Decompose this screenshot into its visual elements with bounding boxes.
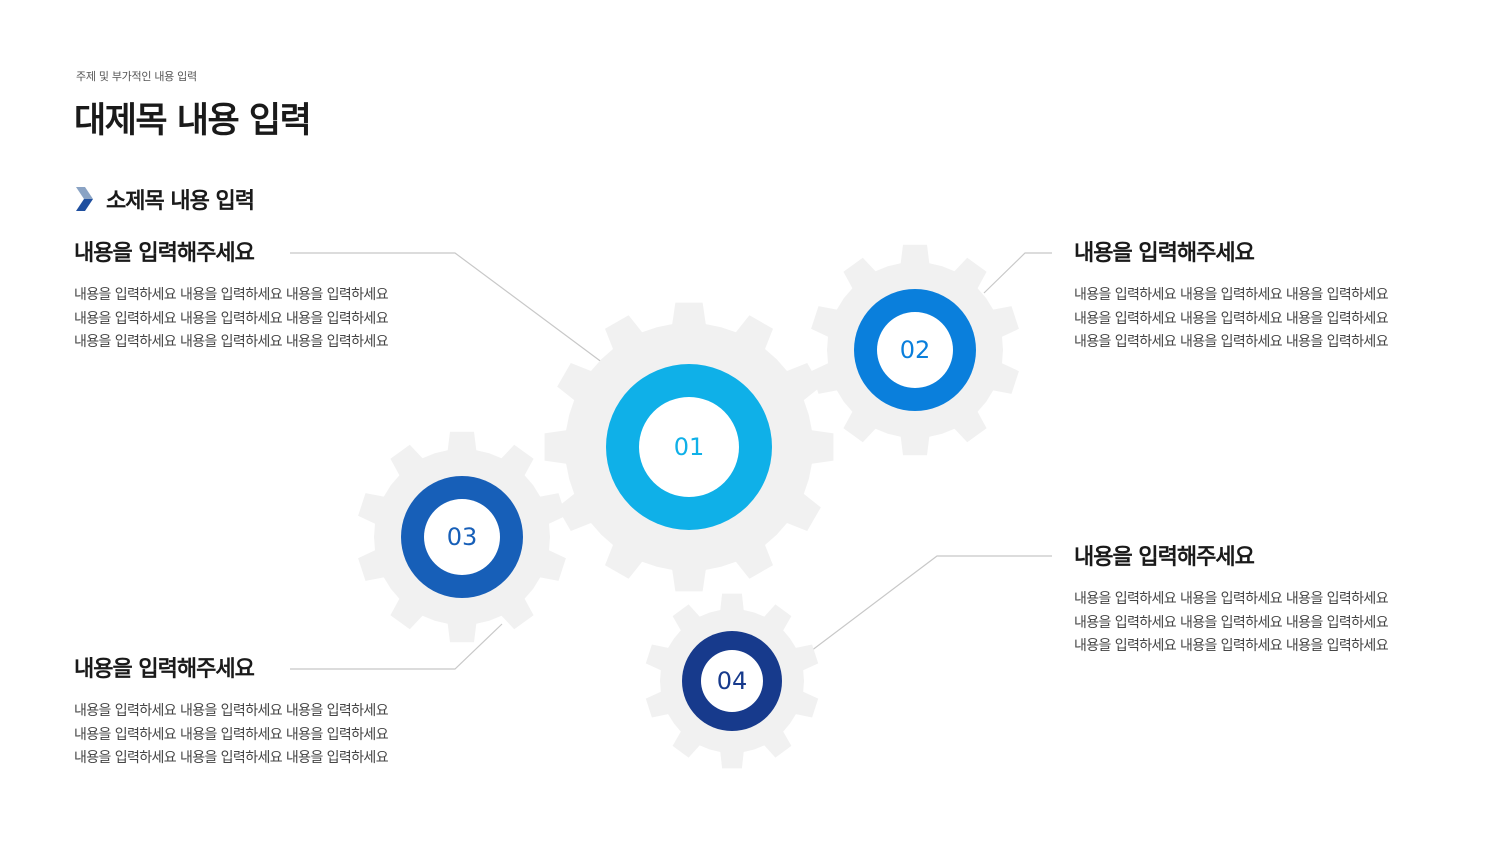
text-block-title: 내용을 입력해주세요 — [1074, 241, 1255, 266]
text-block-3: 내용을 입력해주세요 내용을 입력하세요 내용을 입력하세요 내용을 입력하세요… — [74, 656, 454, 771]
gear-label-04: 04 — [717, 667, 748, 695]
gear-02: 02 — [811, 244, 1019, 456]
text-line: 내용을 입력하세요 내용을 입력하세요 내용을 입력하세요 — [1074, 614, 1389, 631]
chevron-right-icon — [76, 187, 93, 211]
text-block-1: 내용을 입력해주세요 내용을 입력하세요 내용을 입력하세요 내용을 입력하세요… — [74, 240, 454, 355]
gear-label-02: 02 — [900, 336, 931, 364]
gear-03: 03 — [358, 431, 566, 643]
text-block-body: 내용을 입력하세요 내용을 입력하세요 내용을 입력하세요 내용을 입력하세요 … — [74, 284, 454, 355]
text-line: 내용을 입력하세요 내용을 입력하세요 내용을 입력하세요 — [74, 287, 389, 303]
text-line: 내용을 입력하세요 내용을 입력하세요 내용을 입력하세요 — [1074, 591, 1389, 607]
gear-center-03 — [424, 499, 500, 575]
gear-center-01 — [639, 397, 739, 497]
gear-01: 01 — [544, 302, 834, 592]
gear-04: 04 — [645, 593, 819, 769]
text-line: 내용을 입력하세요 내용을 입력하세요 내용을 입력하세요 — [1074, 638, 1389, 654]
section-heading: 소제목 내용 입력 — [74, 183, 255, 215]
small-subtitle: 주제 및 부가적인 내용 입력 — [76, 70, 197, 83]
gear-center-04 — [701, 650, 763, 712]
text-line: 내용을 입력하세요 내용을 입력하세요 내용을 입력하세요 — [1074, 310, 1389, 327]
connector-line-4 — [802, 555, 1052, 658]
connector-lines — [290, 252, 1052, 670]
gear-label-03: 03 — [447, 523, 478, 551]
connector-line-1 — [290, 252, 604, 364]
page-title: 대제목 내용 입력 — [74, 101, 312, 141]
connector-line-3 — [290, 623, 503, 670]
gear-center-02 — [877, 312, 953, 388]
text-block-title: 내용을 입력해주세요 — [74, 657, 255, 682]
text-block-title: 내용을 입력해주세요 — [74, 241, 255, 266]
text-line: 내용을 입력하세요 내용을 입력하세요 내용을 입력하세요 — [74, 703, 389, 719]
text-line: 내용을 입력하세요 내용을 입력하세요 내용을 입력하세요 — [74, 334, 389, 350]
section-heading-label: 소제목 내용 입력 — [106, 189, 255, 214]
text-line: 내용을 입력하세요 내용을 입력하세요 내용을 입력하세요 — [1074, 287, 1389, 303]
text-block-body: 내용을 입력하세요 내용을 입력하세요 내용을 입력하세요 내용을 입력하세요 … — [74, 700, 454, 771]
text-line: 내용을 입력하세요 내용을 입력하세요 내용을 입력하세요 — [74, 750, 389, 766]
text-line: 내용을 입력하세요 내용을 입력하세요 내용을 입력하세요 — [74, 310, 389, 327]
text-block-2: 내용을 입력해주세요 내용을 입력하세요 내용을 입력하세요 내용을 입력하세요… — [1074, 240, 1454, 355]
text-line: 내용을 입력하세요 내용을 입력하세요 내용을 입력하세요 — [1074, 334, 1389, 350]
connector-line-2 — [983, 252, 1052, 294]
text-line: 내용을 입력하세요 내용을 입력하세요 내용을 입력하세요 — [74, 726, 389, 743]
text-block-body: 내용을 입력하세요 내용을 입력하세요 내용을 입력하세요 내용을 입력하세요 … — [1074, 284, 1454, 355]
text-block-body: 내용을 입력하세요 내용을 입력하세요 내용을 입력하세요 내용을 입력하세요 … — [1074, 588, 1454, 659]
text-block-title: 내용을 입력해주세요 — [1074, 545, 1255, 570]
text-block-4: 내용을 입력해주세요 내용을 입력하세요 내용을 입력하세요 내용을 입력하세요… — [1074, 544, 1454, 659]
gear-label-01: 01 — [674, 433, 705, 461]
